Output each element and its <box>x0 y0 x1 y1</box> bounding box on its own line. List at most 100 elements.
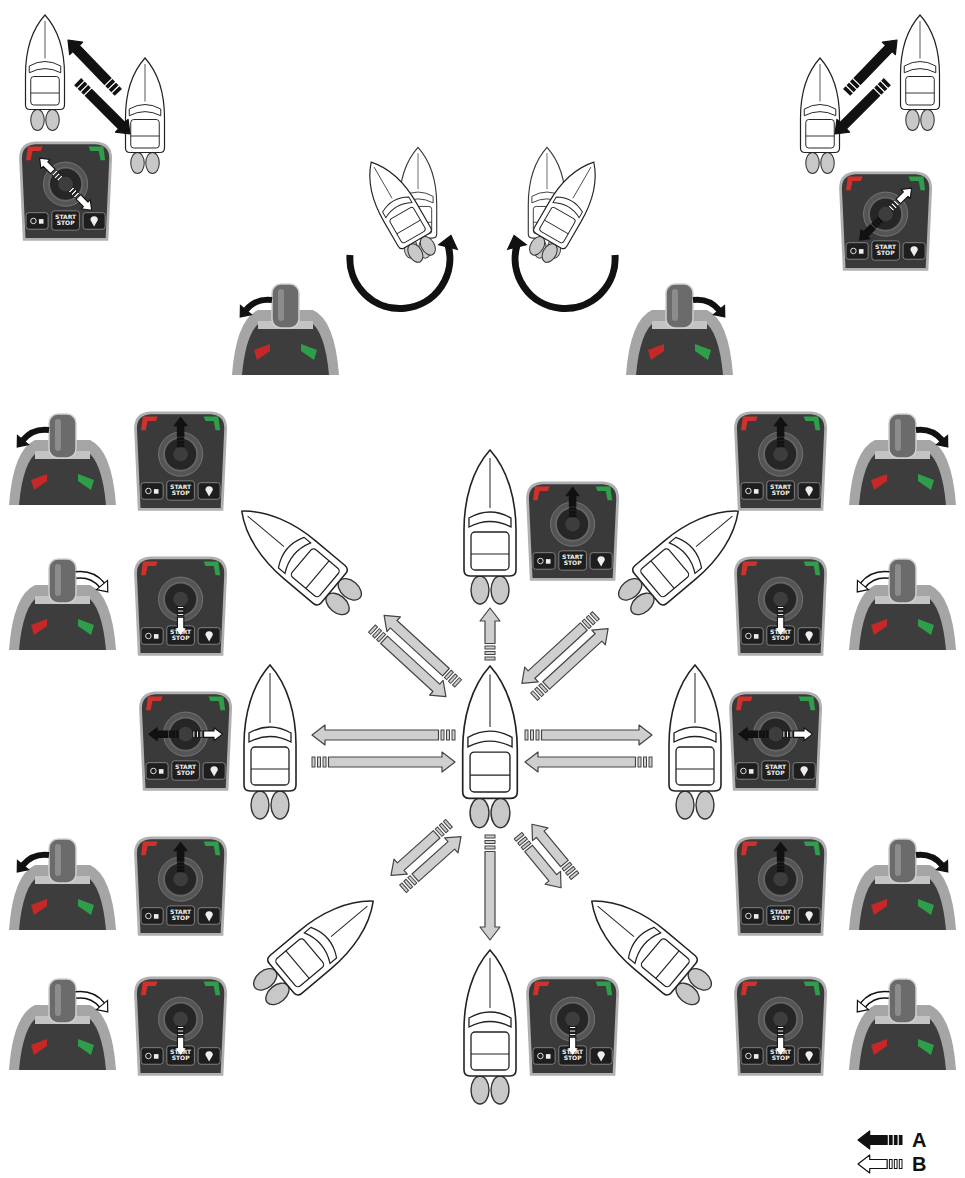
joystick-top-view <box>136 978 226 1075</box>
joystick-lever <box>49 979 76 1023</box>
starboard-mark <box>918 474 934 490</box>
joystick-lever <box>666 284 693 328</box>
lock-icon <box>749 769 754 774</box>
joystick-face <box>19 876 106 930</box>
position-button <box>198 908 220 925</box>
position-icon <box>205 631 212 641</box>
joystick-top-view <box>841 173 931 270</box>
joystick-knob <box>556 1003 589 1036</box>
start-stop-button <box>767 906 795 925</box>
start-stop-button <box>167 626 195 645</box>
port-mark <box>31 474 47 490</box>
block-arrow <box>525 725 652 745</box>
boat-hull <box>463 666 518 798</box>
boat-hull <box>244 665 296 791</box>
block-arrow <box>480 835 500 940</box>
boat-cockpit <box>539 206 576 243</box>
lever-highlight <box>278 289 284 321</box>
joystick-side-view <box>849 839 956 930</box>
starboard-mark <box>78 1039 94 1055</box>
boat-seat <box>471 553 509 554</box>
joystick-lever <box>49 839 76 883</box>
twist-arrow <box>76 995 102 1005</box>
position-icon <box>805 911 812 921</box>
boat-figure <box>463 666 518 828</box>
boat-windshield <box>469 512 511 527</box>
block-arrow <box>774 417 787 446</box>
joystick-face <box>859 1016 946 1070</box>
joystick-lever <box>272 284 299 328</box>
block-arrow <box>174 417 187 446</box>
power-icon <box>851 248 857 254</box>
block-arrow <box>525 752 652 772</box>
arrow-dash <box>889 1160 892 1169</box>
joystick-side-view <box>849 559 956 650</box>
position-button <box>798 483 820 500</box>
position-icon <box>805 1051 812 1061</box>
arrow-dash <box>318 757 321 767</box>
boat-bow-line <box>45 21 46 59</box>
boat-bow-line <box>598 906 634 937</box>
boat-bow-line <box>820 64 821 102</box>
boat-windshield <box>304 924 341 964</box>
lock-icon <box>546 559 551 564</box>
port-mark <box>648 344 664 360</box>
boat-windshield <box>29 62 61 73</box>
arrow-head <box>713 305 724 317</box>
arrow-head <box>936 860 947 872</box>
outboard-engine <box>491 1076 509 1104</box>
position-button <box>798 1048 820 1065</box>
arrow-body <box>204 728 223 741</box>
joystick-base <box>136 413 226 510</box>
port-mark <box>254 344 270 360</box>
arrow-dash <box>485 646 495 649</box>
boat-cockpit <box>470 752 510 792</box>
starboard-mark <box>204 981 221 995</box>
boat-hull <box>669 665 721 791</box>
position-button <box>903 243 925 260</box>
arrow-dash <box>173 731 175 737</box>
port-mark <box>741 981 758 995</box>
joystick-top-view <box>141 693 231 790</box>
port-mark <box>31 1039 47 1055</box>
twist-arrow <box>246 300 272 310</box>
arrow-head <box>17 435 28 447</box>
lock-icon <box>859 249 864 254</box>
power-icon <box>146 488 152 494</box>
joystick-knob <box>764 438 797 471</box>
arrow-dash <box>447 730 450 740</box>
button-label: START STOP <box>767 1046 795 1065</box>
boat-windshield <box>553 193 585 217</box>
arrow-body <box>377 632 452 704</box>
arrow-body <box>521 842 569 894</box>
arrow-body <box>774 417 787 436</box>
joystick-side-view <box>9 559 116 650</box>
power-icon <box>146 1053 152 1059</box>
port-mark <box>846 176 863 190</box>
joystick-base <box>136 558 226 655</box>
joystick-ring <box>159 577 203 621</box>
boat-bow-line <box>270 673 271 723</box>
joystick-knob-top <box>773 1012 788 1027</box>
arrow-body <box>829 86 883 140</box>
arrow-dash <box>569 1030 575 1032</box>
position-icon <box>90 216 97 226</box>
boat-figure <box>522 153 610 268</box>
joystick-base <box>736 413 826 510</box>
arrow-body <box>858 1155 887 1173</box>
joystick-ring <box>159 432 203 476</box>
boat-seat <box>286 951 309 979</box>
start-stop-button <box>167 1046 195 1065</box>
position-button <box>198 628 220 645</box>
arrow-body <box>542 725 653 745</box>
joystick-ring <box>551 502 595 546</box>
button-label: START STOP <box>167 626 195 645</box>
position-button <box>798 908 820 925</box>
twist-arrow-outline <box>76 575 102 585</box>
position-button <box>198 1048 220 1065</box>
joystick-face <box>636 321 723 375</box>
power-icon <box>746 913 752 919</box>
arrow-body <box>174 842 187 861</box>
starboard-mark <box>918 619 934 635</box>
